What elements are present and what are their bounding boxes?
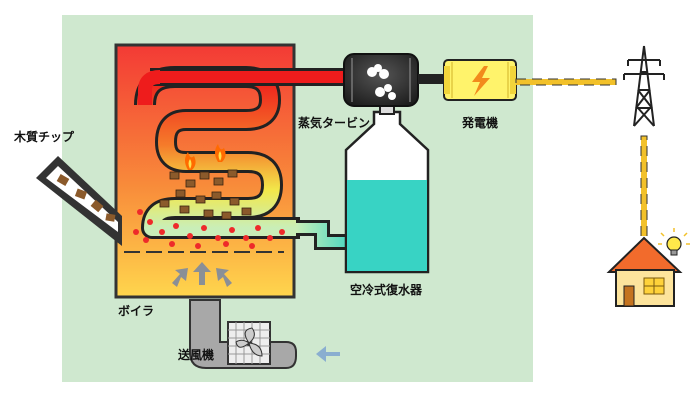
fuel-chute [36, 156, 122, 246]
arrow-up-icon [172, 262, 232, 287]
power-line-horizontal [515, 78, 617, 86]
wood-chips-pile [159, 169, 252, 220]
house-icon [606, 236, 683, 307]
condensate-pipe [296, 223, 358, 247]
label-blower: 送風機 [178, 348, 215, 362]
fire-icon [185, 144, 226, 170]
label-condenser: 空冷式復水器 [350, 283, 423, 297]
embers [133, 209, 285, 249]
steam-pipe [150, 71, 350, 83]
arrow-left-icon [316, 346, 340, 362]
pylon-icon [623, 45, 665, 127]
label-boiler: ボイラ [118, 304, 155, 318]
label-generator: 発電機 [462, 116, 499, 130]
turbine-shaft [418, 74, 444, 84]
lightning-icon [472, 66, 490, 96]
generator [443, 59, 517, 101]
condenser-water [347, 180, 427, 271]
label-steam-turbine: 蒸気タービン [298, 116, 371, 130]
fan-icon [227, 321, 271, 365]
label-wood-chips: 木質チップ [14, 130, 75, 144]
steam-turbine [343, 53, 419, 107]
bulb-icon [658, 228, 690, 256]
power-line-vertical [640, 135, 648, 237]
